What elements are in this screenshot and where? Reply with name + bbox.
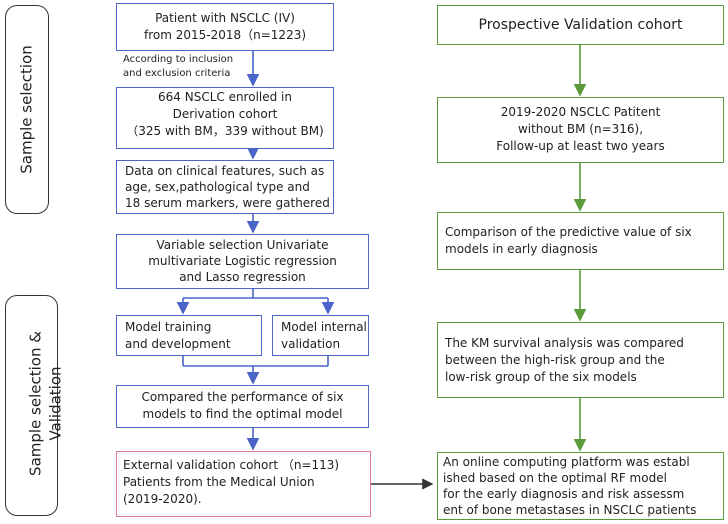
data-line-1: Data on clinical features, such as bbox=[125, 164, 325, 178]
training-line-2: and development bbox=[125, 337, 231, 351]
external-box: External validation cohort （n=113) Patie… bbox=[116, 451, 371, 517]
km-box: The KM survival analysis was compared be… bbox=[437, 322, 724, 398]
internal-box: Model internal validation bbox=[272, 315, 369, 356]
compare-line-2: models to find the optimal model bbox=[142, 407, 343, 421]
internal-line-2: validation bbox=[281, 337, 341, 351]
platform-box: An online computing platform was establ … bbox=[437, 452, 724, 520]
data-box: Data on clinical features, such as age, … bbox=[116, 160, 334, 214]
external-line-1: External validation cohort （n=113) bbox=[123, 458, 340, 472]
validation-label-box bbox=[5, 295, 58, 516]
patients-box: Patient with NSCLC (IV) from 2015-2018（n… bbox=[116, 3, 334, 51]
internal-line-1: Model internal bbox=[281, 320, 367, 334]
derivation-line-3: （325 with BM，339 without BM) bbox=[126, 124, 324, 138]
km-line-2: between the high-risk group and the bbox=[445, 353, 665, 367]
criteria-line-1: According to inclusion bbox=[123, 54, 234, 65]
platform-line-3: for the early diagnosis and risk assessm bbox=[443, 487, 685, 501]
training-line-1: Model training bbox=[125, 320, 212, 334]
variable-line-3: and Lasso regression bbox=[179, 270, 306, 284]
prospective-box: Prospective Validation cohort bbox=[437, 5, 724, 45]
criteria-line-2: and exclusion criteria bbox=[123, 68, 231, 79]
platform-line-1: An online computing platform was establ bbox=[443, 455, 690, 469]
sample-selection-label-box bbox=[5, 5, 49, 214]
compare-box: Compared the performance of six models t… bbox=[116, 385, 369, 428]
derivation-box: 664 NSCLC enrolled in Derivation cohort … bbox=[116, 87, 334, 149]
prospective-title: Prospective Validation cohort bbox=[478, 17, 683, 33]
data-line-2: age, sex,pathological type and bbox=[125, 180, 310, 194]
platform-line-2: ished based on the optimal RF model bbox=[443, 471, 667, 485]
training-box: Model training and development bbox=[116, 315, 262, 356]
cohort-line-2: without BM (n=316), bbox=[517, 122, 644, 136]
cohort-line-1: 2019-2020 NSCLC Patitent bbox=[500, 105, 661, 119]
comparison-box: Comparison of the predictive value of si… bbox=[437, 212, 724, 270]
compare-line-1: Compared the performance of six bbox=[141, 390, 344, 404]
external-line-3: (2019-2020). bbox=[123, 492, 202, 506]
derivation-line-1: 664 NSCLC enrolled in bbox=[158, 90, 292, 104]
variable-line-1: Variable selection Univariate bbox=[156, 238, 329, 252]
comparison-line-1: Comparison of the predictive value of si… bbox=[445, 225, 692, 239]
variable-line-2: multivariate Logistic regression bbox=[148, 254, 337, 268]
cohort-line-3: Follow-up at least two years bbox=[496, 139, 665, 153]
external-line-2: Patients from the Medical Union bbox=[123, 475, 315, 489]
km-line-3: low-risk group of the six models bbox=[445, 370, 637, 384]
km-line-1: The KM survival analysis was compared bbox=[445, 336, 684, 350]
patients-line-2: from 2015-2018（n=1223) bbox=[143, 28, 307, 42]
platform-line-4: ent of bone metastases in NSCLC patients bbox=[443, 503, 697, 517]
variable-box: Variable selection Univariate multivaria… bbox=[116, 234, 369, 289]
derivation-line-2: Derivation cohort bbox=[172, 107, 278, 121]
patients-line-1: Patient with NSCLC (IV) bbox=[155, 11, 295, 25]
cohort-2019-box: 2019-2020 NSCLC Patitent without BM (n=3… bbox=[437, 97, 724, 163]
data-line-3: 18 serum markers, were gathered bbox=[125, 196, 330, 210]
comparison-line-2: models in early diagnosis bbox=[445, 242, 598, 256]
